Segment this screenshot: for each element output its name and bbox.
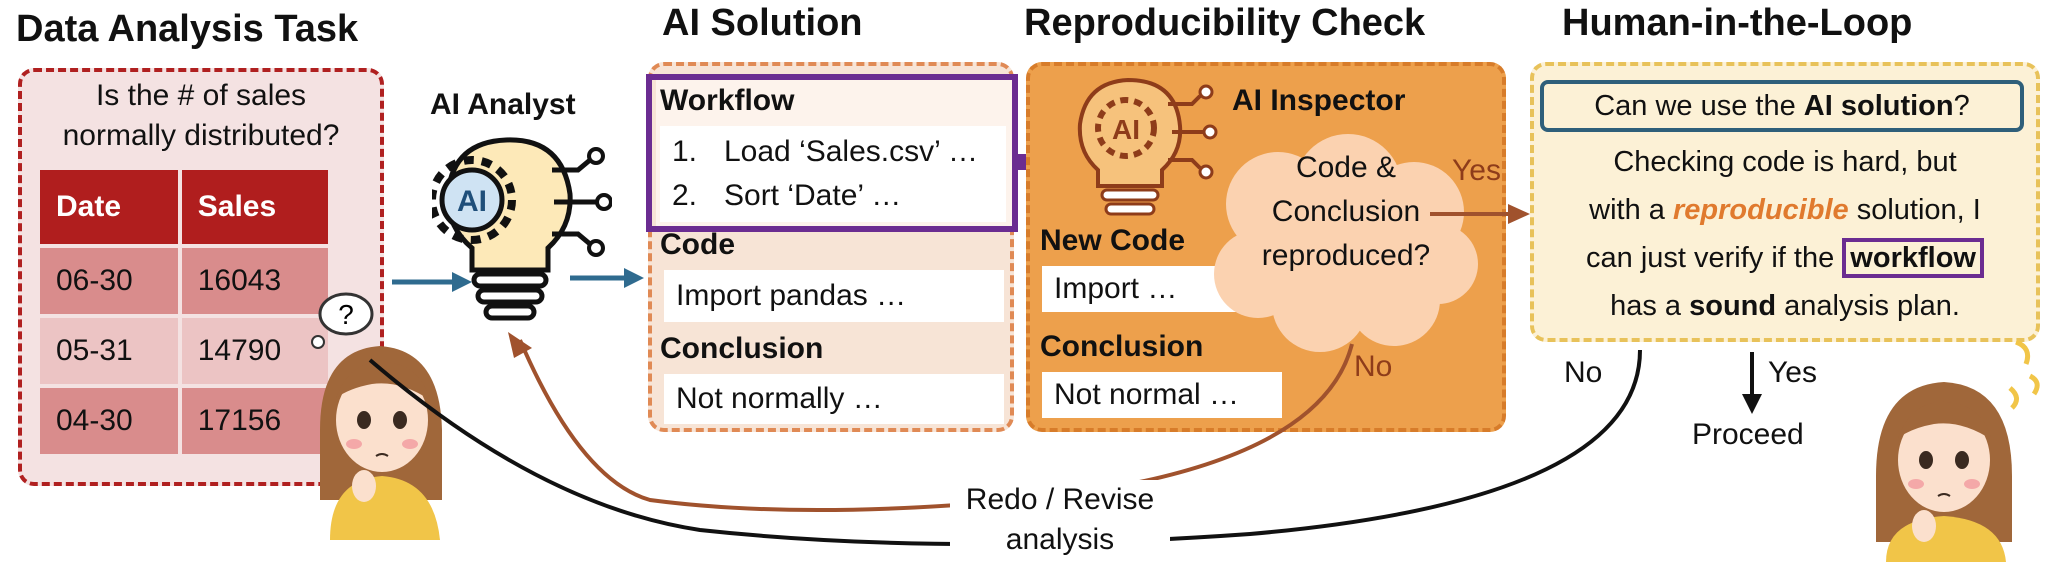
ai-inspector-icon: AI (1077, 77, 1218, 216)
solution-title: AI Solution (662, 2, 863, 44)
column-header-date: Date (40, 170, 178, 244)
human-question-bold: AI solution (1803, 90, 1954, 122)
table-cell: 05-31 (40, 318, 178, 384)
arrow-yes-to-human (1430, 204, 1530, 224)
human-question-post: ? (1953, 90, 1970, 122)
human-panel (1530, 62, 2040, 342)
check-title: Reproducibility Check (1024, 2, 1426, 44)
table-row: 04-30 17156 (40, 388, 328, 454)
ai-inspector-label: AI Inspector (1232, 84, 1406, 117)
question-line-2: normally distributed? (62, 119, 340, 152)
solution-conclusion-value: Not normally … (664, 374, 1004, 424)
check-yes-label: Yes (1452, 154, 1501, 187)
human-line-2-post: solution, I (1848, 194, 1981, 226)
proceed-label: Proceed (1692, 418, 1804, 451)
ai-analyst-label: AI Analyst (430, 88, 576, 121)
workflow-steps: 1. Load ‘Sales.csv’ … 2. Sort ‘Date’ … (660, 126, 1006, 222)
redo-line-2: analysis (1005, 523, 1115, 556)
redo-label: Redo / Revise analysis (950, 480, 1170, 560)
question-line-1: Is the # of sales (95, 79, 307, 112)
human-question-pre: Can we use the (1594, 90, 1804, 122)
code-value: Import pandas … (664, 270, 1004, 322)
arrow-analyst-to-solution (570, 268, 644, 288)
thinking-person-icon (1876, 339, 2040, 562)
table-cell: 17156 (181, 388, 328, 454)
step-text: Load ‘Sales.csv’ … (724, 135, 979, 168)
table-cell: 04-30 (40, 388, 178, 454)
human-title: Human-in-the-Loop (1562, 2, 1913, 44)
workflow-label: Workflow (660, 84, 795, 117)
check-conclusion-label: Conclusion (1040, 330, 1204, 363)
reproducible-emphasis: reproducible (1672, 194, 1849, 226)
solution-conclusion-label: Conclusion (660, 332, 824, 365)
human-line-1: Checking code is hard, but (1613, 146, 1957, 178)
table-row: 06-30 16043 (40, 248, 328, 314)
sound-emphasis: sound (1689, 290, 1777, 322)
human-line-4-pre: has a (1610, 290, 1690, 322)
code-label: Code (660, 228, 735, 261)
human-line-2-pre: with a (1589, 194, 1673, 226)
human-question-box: Can we use the AI solution? (1540, 80, 2024, 132)
workflow-emphasis: workflow (1842, 238, 1984, 278)
arrow-yes-down (1742, 352, 1762, 414)
table-row: 05-31 14790 (40, 318, 328, 384)
table-cell: 16043 (181, 248, 328, 314)
human-no-label: No (1564, 356, 1603, 389)
cloud-line: Code & (1295, 151, 1397, 184)
analyst-icon-text: AI (457, 185, 487, 218)
svg-text:?: ? (338, 299, 354, 330)
cloud-icon (1214, 134, 1478, 352)
human-explanation: Checking code is hard, but with a reprod… (1530, 138, 2040, 330)
check-no-label: No (1354, 350, 1393, 383)
check-conclusion-value: Not normal … (1042, 372, 1282, 418)
cloud-text: Code & Conclusion reproduced? (1208, 146, 1484, 278)
arrow-task-to-analyst (392, 272, 472, 292)
workflow-highlight-frame (646, 74, 1018, 232)
inspector-icon-text: AI (1112, 114, 1140, 145)
new-code-label: New Code (1040, 224, 1186, 257)
cloud-line: Conclusion (1271, 195, 1421, 228)
human-line-4: has a sound analysis plan. (1530, 282, 2040, 330)
human-line-3-pre: can just verify if the (1586, 242, 1843, 274)
human-line-2: with a reproducible solution, I (1530, 186, 2040, 234)
workflow-step: 1. Load ‘Sales.csv’ … (672, 130, 978, 174)
step-text: Sort ‘Date’ … (724, 179, 902, 212)
step-number: 1. (672, 135, 698, 168)
ai-lightbulb-icon: AI (432, 137, 612, 321)
step-number: 2. (672, 179, 698, 212)
task-question: Is the # of sales normally distributed? (18, 76, 384, 156)
table-cell: 06-30 (40, 248, 178, 314)
sales-table: Date Sales 06-30 16043 05-31 14790 04-30… (36, 166, 332, 458)
column-header-sales: Sales (181, 170, 328, 244)
thinking-person-icon: ? (311, 292, 442, 540)
human-yes-label: Yes (1768, 356, 1817, 389)
human-line-3: can just verify if the workflow (1530, 234, 2040, 282)
human-line-4-post: analysis plan. (1776, 290, 1960, 322)
cloud-line: reproduced? (1261, 239, 1431, 272)
workflow-step: 2. Sort ‘Date’ … (672, 174, 901, 218)
redo-line-1: Redo / Revise (965, 483, 1155, 516)
table-cell: 14790 (181, 318, 328, 384)
table-header-row: Date Sales (40, 170, 328, 244)
task-title: Data Analysis Task (16, 8, 359, 50)
